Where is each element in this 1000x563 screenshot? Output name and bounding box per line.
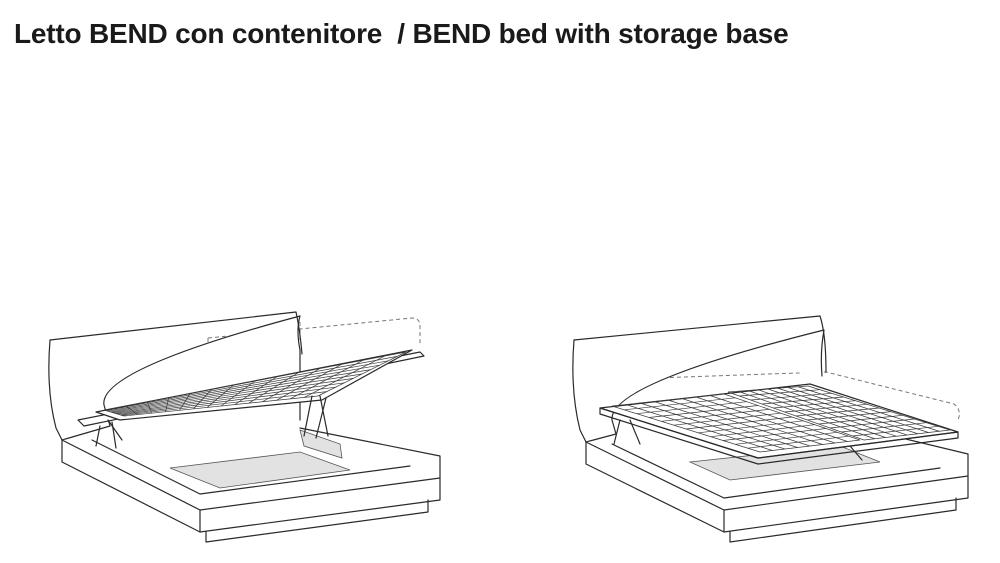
lift-mechanism-right <box>299 395 343 459</box>
storage-floor <box>169 451 351 489</box>
lifted-slat-platform <box>77 349 425 427</box>
lift-mechanism-right-bed <box>613 419 863 461</box>
bed-open-illustration <box>48 311 441 543</box>
storage-floor-right <box>688 445 881 481</box>
slat-platform-right <box>599 383 959 465</box>
page-title: Letto BEND con contenitore / BEND bed wi… <box>14 18 789 49</box>
lift-mechanism-left <box>95 419 123 449</box>
